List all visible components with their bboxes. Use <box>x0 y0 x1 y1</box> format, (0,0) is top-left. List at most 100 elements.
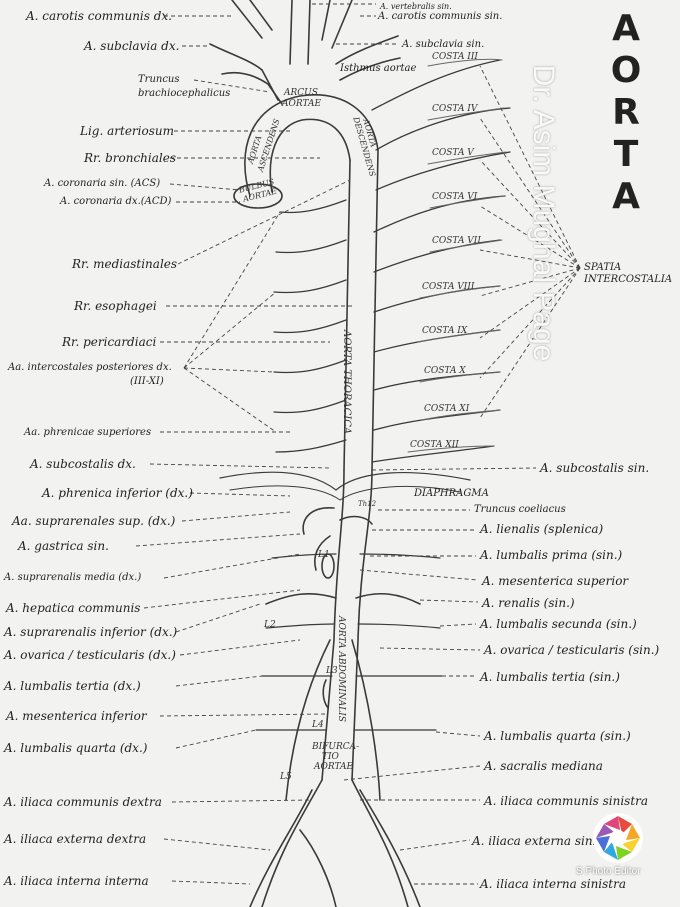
label-phrenica-inferior: A. phrenica inferior (dx.) <box>42 486 193 500</box>
iliaca-communis-sinistra-vessel <box>351 779 409 907</box>
intercostal-arteries <box>273 59 511 463</box>
label-iliaca-externa-dextra: A. iliaca externa dextra <box>4 832 147 846</box>
arcus-aortae-outer <box>244 94 379 197</box>
label-costa-x: COSTA X <box>424 366 466 376</box>
label-th12: Th12 <box>358 500 377 508</box>
title-letter: O <box>610 50 642 91</box>
renalis-dx-vessel <box>265 592 337 605</box>
label-iliaca-communis-dextra: A. iliaca communis dextra <box>4 795 162 809</box>
label-ovarica-testicularis-dx: A. ovarica / testicularis (dx.) <box>4 648 176 662</box>
label-sacralis-mediana: A. sacralis mediana <box>484 759 603 773</box>
label-brachiocephalicus: brachiocephalicus <box>138 88 231 99</box>
label-iliaca-interna-sinistra: A. iliaca interna sinistra <box>480 877 627 891</box>
label-truncus: Truncus <box>138 74 180 85</box>
label-carotis-communis-dx: A. carotis communis dx. <box>26 9 172 23</box>
label-rr-mediastinales: Rr. mediastinales <box>72 257 178 271</box>
label-rr-bronchiales: Rr. bronchiales <box>84 151 176 165</box>
label-costa-ix: COSTA IX <box>422 326 468 336</box>
subclavia-dx-vessel <box>209 43 263 71</box>
label-l2: L2 <box>264 620 276 630</box>
title-letter: R <box>612 92 640 133</box>
label-subclavia-dx: A. subclavia dx. <box>84 39 180 53</box>
renalis-sin-vessel <box>355 592 421 605</box>
aorta-thoracica-left-wall <box>343 159 351 471</box>
spatia-intercostalia-label: SPATIA INTERCOSTALIA <box>584 262 672 286</box>
label-subclavia-sin: A. subclavia sin. <box>402 39 485 50</box>
label-costa-vi: COSTA VI <box>432 192 478 202</box>
label-diaphragma: DIAPHRAGMA <box>414 488 489 499</box>
label-bifurcatio-1: BIFURCA- <box>312 742 360 752</box>
bulbus-aortae <box>233 183 283 209</box>
label-renalis-sin: A. renalis (sin.) <box>482 596 575 610</box>
label-lumbalis-quarta-sin: A. lumbalis quarta (sin.) <box>484 729 631 743</box>
label-mesenterica-inferior: A. mesenterica inferior <box>6 709 147 723</box>
label-iliaca-interna-dextra: A. iliaca interna interna <box>4 874 149 888</box>
label-intercostales-posteriores: Aa. intercostales posteriores dx. <box>8 362 172 373</box>
label-iliaca-communis-sinistra: A. iliaca communis sinistra <box>484 794 649 808</box>
diaphragma-line <box>219 471 471 491</box>
spatia-word: SPATIA <box>584 262 622 273</box>
label-intercostales-range: (III-XI) <box>130 376 164 387</box>
label-costa-xi: COSTA XI <box>424 404 470 414</box>
costae-outlines <box>407 58 507 453</box>
title-letter: A <box>612 176 640 217</box>
label-lig-arteriosum: Lig. arteriosum <box>80 124 174 138</box>
label-costa-xii: COSTA XII <box>410 440 459 450</box>
photo-editor-logo-icon <box>593 813 643 863</box>
subclavia-sin-vessel <box>335 35 399 65</box>
label-suprarenalis-inferior: A. suprarenalis inferior (dx.) <box>4 625 178 639</box>
label-carotis-communis-sin: A. carotis communis sin. <box>378 11 503 22</box>
label-l1: L1 <box>318 550 330 560</box>
carotis-sin-vessel <box>289 0 293 65</box>
label-costa-iv: COSTA IV <box>432 104 478 114</box>
label-lumbalis-tertia-dx: A. lumbalis tertia (dx.) <box>4 679 141 693</box>
mesenterica-inferior-vessel <box>322 679 329 709</box>
label-suprarenales-sup: Aa. suprarenales sup. (dx.) <box>12 514 176 528</box>
watermark-text: Dr. Asim Mughal Page <box>527 64 560 362</box>
label-bifurcatio-2: TIO <box>322 752 339 762</box>
label-lumbalis-secunda: A. lumbalis secunda (sin.) <box>480 617 637 631</box>
carotis-dx-vessel <box>231 0 263 39</box>
sacralis-mediana-vessel <box>299 829 337 907</box>
vertebralis-sin-vessel <box>321 0 331 41</box>
label-l4: L4 <box>312 720 324 730</box>
label-costa-vii: COSTA VII <box>432 236 481 246</box>
label-lumbalis-prima: A. lumbalis prima (sin.) <box>480 548 623 562</box>
label-rr-esophagei: Rr. esophagei <box>74 299 157 313</box>
label-arcus: ARCUS <box>284 88 318 98</box>
label-phrenicae-superiores: Aa. phrenicae superiores <box>24 427 152 438</box>
label-coronaria-sin: A. coronaria sin. (ACS) <box>44 178 161 189</box>
label-isthmus-aortae: Isthmus aortae <box>340 63 417 74</box>
label-gastrica-sin: A. gastrica sin. <box>18 539 109 553</box>
aorta-title: A O R T A <box>604 8 648 218</box>
label-aorta-thoracica: AORTA THORACICA <box>341 330 352 435</box>
title-letter: T <box>613 134 639 175</box>
label-subcostalis-dx: A. subcostalis dx. <box>30 457 136 471</box>
label-lumbalis-quarta-dx: A. lumbalis quarta (dx.) <box>4 741 148 755</box>
label-mesenterica-superior: A. mesenterica superior <box>482 574 629 588</box>
photo-editor-label: S Photo Editor <box>576 866 641 877</box>
label-iliaca-externa-sinistra: A. iliaca externa sinistra <box>472 834 621 848</box>
label-suprarenalis-media: A. suprarenalis media (dx.) <box>4 572 142 583</box>
label-coronaria-dx: A. coronaria dx.(ACD) <box>60 196 172 207</box>
label-subcostalis-sin: A. subcostalis sin. <box>540 461 650 475</box>
title-letter: A <box>612 8 640 49</box>
lumbar-arteries <box>255 553 443 731</box>
label-hepatica-communis: A. hepatica communis <box>6 601 141 615</box>
label-l3: L3 <box>326 666 338 676</box>
iliaca-communis-dextra-vessel <box>261 779 323 907</box>
label-lienalis: A. lienalis (splenica) <box>480 522 604 536</box>
arcus-aortae-inner <box>269 118 351 193</box>
aorta-abdominalis-left-wall <box>321 469 345 781</box>
label-ovarica-testicularis-sin: A. ovarica / testicularis (sin.) <box>484 643 660 657</box>
intercostalia-word: INTERCOSTALIA <box>584 274 673 285</box>
label-aortae: AORTAE <box>282 99 322 109</box>
label-costa-viii: COSTA VIII <box>422 282 475 292</box>
label-costa-v: COSTA V <box>432 148 474 158</box>
label-l5: L5 <box>280 772 292 782</box>
leader-lines <box>135 3 581 885</box>
label-truncus-coeliacus: Truncus coeliacus <box>474 504 566 515</box>
aorta-thoracica-right-wall <box>371 149 379 471</box>
